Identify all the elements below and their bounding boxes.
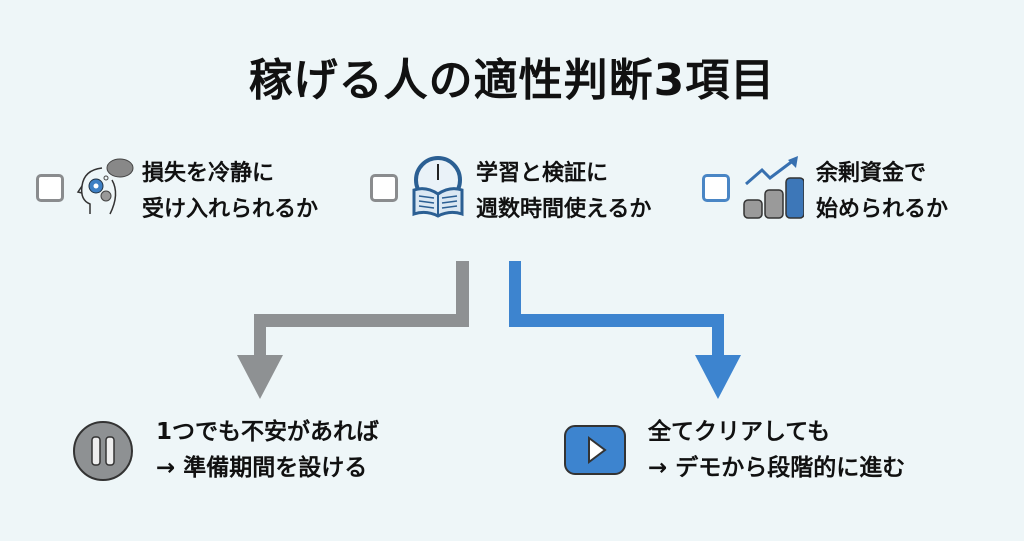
clock-book-icon (412, 156, 464, 218)
outcome-demo-first: 全てクリアしても → デモから段階的に進む (648, 414, 905, 486)
checkbox-loss-tolerance[interactable] (36, 174, 64, 202)
criterion-line2: 始められるか (816, 197, 949, 222)
outcome-line2: → デモから段階的に進む (648, 455, 906, 481)
criterion-line1: 余剰資金で (816, 161, 927, 186)
criterion-line2: 週数時間使えるか (476, 197, 652, 222)
outcome-line1: 全てクリアしても (648, 419, 831, 445)
criterion-loss-tolerance: 損失を冷静に 受け入れられるか (142, 156, 318, 228)
outcome-line1: 1つでも不安があれば (156, 419, 380, 445)
checkbox-study-time[interactable] (370, 174, 398, 202)
criterion-study-time: 学習と検証に 週数時間使えるか (476, 156, 651, 228)
gray-arrow (237, 261, 469, 399)
blue-arrow (509, 261, 741, 399)
checkbox-surplus-funds[interactable] (702, 174, 730, 202)
play-icon (564, 425, 626, 475)
page-title: 稼げる人の適性判断3項目 (248, 55, 776, 106)
coins-growth-icon (743, 156, 804, 219)
criterion-line1: 学習と検証に (476, 161, 609, 186)
criterion-line1: 損失を冷静に (142, 161, 275, 186)
outcome-prepare: 1つでも不安があれば → 準備期間を設ける (156, 414, 379, 486)
pause-icon (73, 421, 133, 481)
criterion-line2: 受け入れられるか (142, 197, 319, 222)
head-gears-icon (76, 158, 134, 215)
outcome-line2: → 準備期間を設ける (156, 455, 368, 481)
criterion-surplus-funds: 余剰資金で 始められるか (816, 156, 948, 228)
